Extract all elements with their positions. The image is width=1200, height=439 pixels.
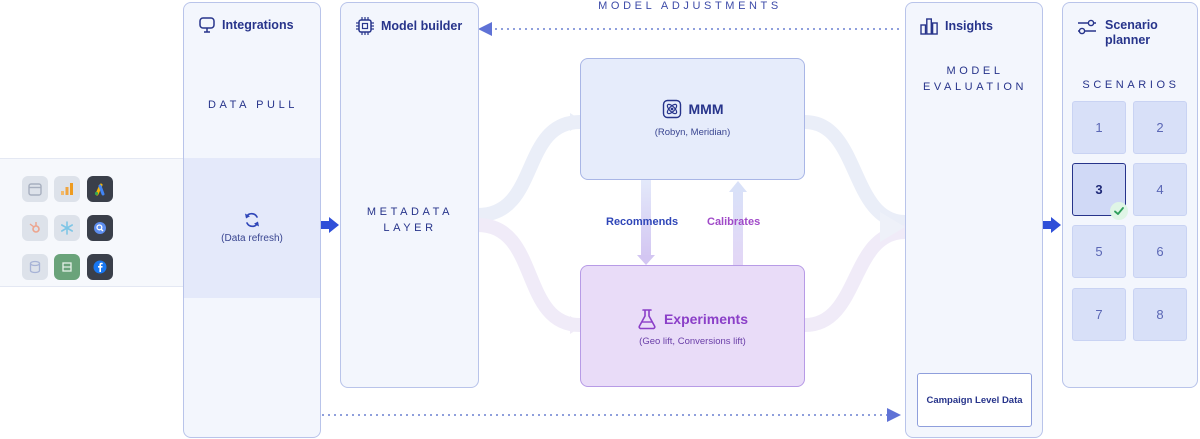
- sheets-icon: [54, 254, 80, 280]
- insights-title: Insights: [945, 19, 993, 33]
- stream-arrowhead-mmm: [570, 113, 584, 131]
- experiments-header: Experiments: [581, 308, 804, 330]
- model-adjustments-label: MODEL ADJUSTMENTS: [598, 0, 782, 12]
- calibrates-connector: [733, 190, 743, 265]
- scenario-tile-6[interactable]: 6: [1133, 225, 1187, 278]
- model-adjustments-arrowhead: [478, 22, 492, 36]
- stream-from-mmm: [804, 115, 906, 229]
- model-builder-title: Model builder: [381, 19, 463, 33]
- experiments-title: Experiments: [663, 311, 749, 327]
- bottom-dotted-arrowhead: [887, 408, 901, 422]
- scenario-title-line1: Scenario: [1105, 18, 1158, 32]
- experiments-subtitle: (Geo lift, Conversions lift): [639, 336, 746, 347]
- google-ads-icon: [87, 176, 113, 202]
- calibrates-label: Calibrates: [707, 216, 761, 228]
- mmm-subtitle: (Robyn, Meridian): [654, 127, 731, 138]
- model-builder-panel: [340, 2, 479, 388]
- facebook-icon: [87, 254, 113, 280]
- insights-header: Insights: [919, 16, 993, 36]
- monitor-icon: [199, 17, 215, 33]
- model-builder-header: Model builder: [355, 16, 462, 36]
- stream-from-experiments: [804, 225, 906, 332]
- check-icon: [1110, 202, 1128, 220]
- integrations-title: Integrations: [222, 18, 294, 32]
- scenario-tile-8[interactable]: 8: [1133, 288, 1187, 341]
- scenario-tile-1[interactable]: 1: [1072, 101, 1126, 154]
- refresh-icon: [245, 212, 259, 228]
- scenario-tile-4[interactable]: 4: [1133, 163, 1187, 216]
- recommends-connector: [641, 180, 651, 258]
- calibrates-arrowhead: [729, 181, 747, 192]
- data-pull-label: DATA PULL: [207, 99, 299, 111]
- model-label: MODEL: [946, 65, 1004, 77]
- stream-arrowhead-experiments: [570, 316, 584, 334]
- hubspot-icon: [22, 215, 48, 241]
- scenario-tile-5[interactable]: 5: [1072, 225, 1126, 278]
- metadata-label: METADATA: [366, 206, 454, 218]
- chip-icon: [356, 17, 374, 35]
- evaluation-label: EVALUATION: [922, 81, 1028, 93]
- experiments-box: Experiments (Geo lift, Conversions lift): [580, 265, 805, 387]
- arrow-integrations-to-builder: [321, 217, 339, 233]
- scenario-planner-header: Scenario planner: [1075, 18, 1158, 48]
- google-analytics-icon: [54, 176, 80, 202]
- campaign-level-data-box: Campaign Level Data: [917, 373, 1032, 427]
- scenario-tile-2[interactable]: 2: [1133, 101, 1187, 154]
- integrations-header: Integrations: [198, 16, 294, 34]
- mmm-box: MMM (Robyn, Meridian): [580, 58, 805, 180]
- stream-arrowhead-insights: [880, 212, 905, 242]
- recommends-label: Recommends: [606, 216, 679, 228]
- data-refresh-box: [184, 158, 320, 298]
- calendar-icon: [22, 176, 48, 202]
- insights-panel: [905, 2, 1043, 438]
- scenario-tile-7[interactable]: 7: [1072, 288, 1126, 341]
- bar-chart-icon: [920, 18, 938, 35]
- layer-label: LAYER: [383, 222, 437, 234]
- stream-to-mmm: [477, 115, 581, 222]
- data-refresh-label: (Data refresh): [221, 233, 283, 244]
- arrow-insights-to-scenarios: [1043, 217, 1061, 233]
- flask-icon: [638, 309, 656, 330]
- mmm-title: MMM: [688, 101, 724, 117]
- scenarios-label: SCENARIOS: [1082, 79, 1180, 91]
- stream-to-experiments: [477, 218, 581, 332]
- atom-icon: [662, 99, 681, 119]
- toggle-sliders-icon: [1078, 19, 1096, 35]
- snowflake-icon: [54, 215, 80, 241]
- bigquery-icon: [87, 215, 113, 241]
- scenario-title-line2: planner: [1105, 33, 1151, 47]
- recommends-arrowhead: [637, 255, 655, 265]
- mmm-header: MMM: [581, 99, 804, 119]
- database-icon: [22, 254, 48, 280]
